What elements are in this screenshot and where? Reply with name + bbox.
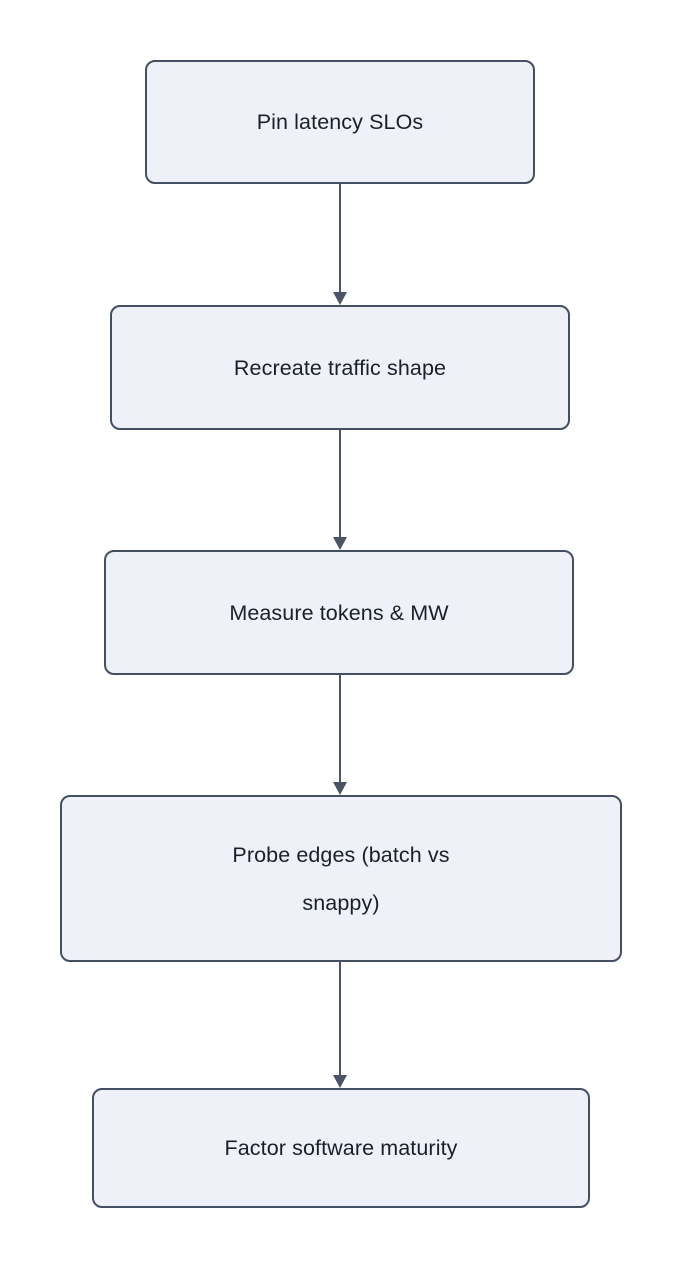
flowchart-node-factor-software-maturity[interactable]: Factor software maturity (92, 1088, 590, 1208)
edge-n4-to-n5 (333, 962, 347, 1088)
node-label: Recreate traffic shape (233, 355, 447, 380)
flowchart-node-pin-latency-slos[interactable]: Pin latency SLOs (145, 60, 535, 184)
flowchart-node-probe-edges[interactable]: Probe edges (batch vs snappy) (60, 795, 622, 962)
flowchart-node-recreate-traffic-shape[interactable]: Recreate traffic shape (110, 305, 570, 430)
node-label: Factor software maturity (224, 1136, 458, 1160)
flowchart-node-measure-tokens-and-mw[interactable]: Measure tokens & MW (104, 550, 574, 675)
edge-n1-to-n2 (333, 184, 347, 305)
node-label: Pin latency SLOs (256, 110, 424, 134)
edge-n2-to-n3 (333, 430, 347, 550)
node-label: Probe edges (batch vs snappy) (232, 842, 450, 915)
node-label: Measure tokens & MW (229, 600, 449, 625)
edge-n3-to-n4 (333, 675, 347, 795)
